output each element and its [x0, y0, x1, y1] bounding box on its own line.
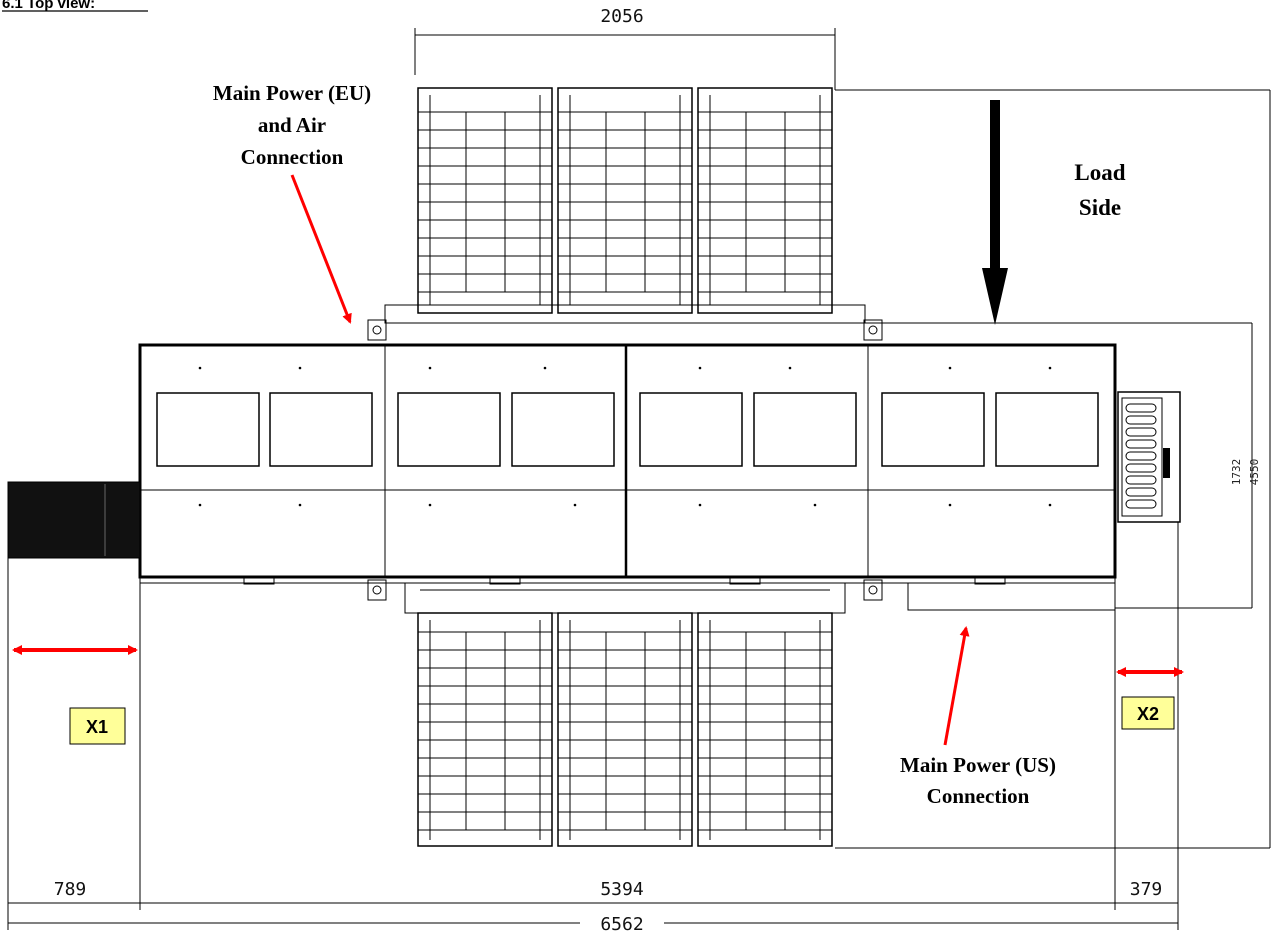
top-rack-group	[417, 87, 833, 314]
svg-text:and Air: and Air	[258, 113, 326, 137]
top-rack-3	[697, 87, 833, 314]
x1-marker: X1	[12, 645, 138, 745]
svg-text:6.1 Top view:: 6.1 Top view:	[2, 0, 95, 12]
outer-frame	[835, 89, 1271, 849]
bottom-rack-1	[417, 612, 553, 847]
left-infeed-unit	[7, 481, 141, 908]
callout-eu-power: Main Power (EU) and Air Connection	[180, 75, 416, 324]
top-rack-2	[557, 87, 693, 314]
svg-text:X1: X1	[86, 717, 108, 737]
dimension-right-offset: 379	[1130, 879, 1163, 900]
svg-text:Connection: Connection	[927, 784, 1030, 808]
bottom-rack-group	[417, 612, 833, 847]
svg-text:Main Power (US): Main Power (US)	[900, 753, 1056, 777]
dimension-bottom: 789 5394 379 6562	[7, 879, 1179, 935]
svg-text:Main Power (EU): Main Power (EU)	[213, 81, 371, 105]
dimension-left-offset: 789	[54, 879, 87, 900]
top-connector-frame	[367, 304, 883, 341]
callout-load-side: Load Side	[982, 100, 1126, 325]
dimension-main-length: 5394	[600, 879, 643, 900]
svg-text:Side: Side	[1079, 195, 1121, 220]
top-rack-1	[417, 87, 553, 314]
callout-us-power: Main Power (US) Connection	[900, 626, 1056, 808]
svg-text:Load: Load	[1074, 160, 1125, 185]
dimension-total-length: 6562	[600, 914, 643, 935]
dimension-top-width: 2056	[414, 6, 836, 90]
x2-marker: X2	[1116, 667, 1184, 730]
page-heading: 6.1 Top view:	[2, 0, 148, 12]
bottom-rack-2	[557, 612, 693, 847]
dimension-depth: 1732 4550	[1230, 459, 1261, 486]
svg-text:1732: 1732	[1230, 459, 1243, 486]
bottom-rack-3	[697, 612, 833, 847]
main-machine-body	[138, 343, 1117, 579]
bottom-rail	[139, 576, 1116, 614]
svg-text:Connection: Connection	[241, 145, 344, 169]
window-panels	[156, 392, 1099, 467]
svg-text:X2: X2	[1137, 704, 1159, 724]
svg-text:4550: 4550	[1248, 459, 1261, 486]
svg-text:2056: 2056	[600, 6, 643, 27]
right-control-module	[1114, 391, 1181, 908]
